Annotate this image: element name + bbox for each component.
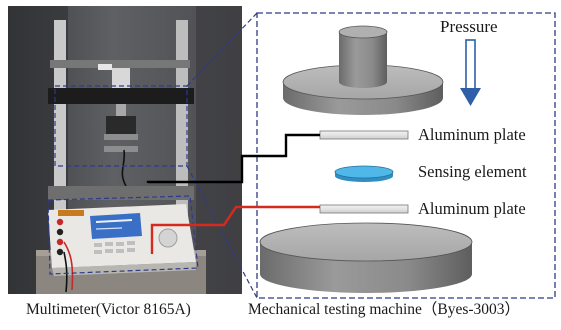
lower-platen — [104, 146, 138, 152]
probe-wire-red — [63, 241, 74, 291]
zoom-line-bottom — [186, 165, 258, 299]
machine-column-left — [54, 20, 66, 220]
machine-lower-beam — [48, 186, 194, 200]
display-reading — [95, 219, 133, 223]
lab-photo — [8, 6, 242, 294]
red-lead-wire — [150, 205, 320, 254]
upper-platen — [104, 134, 138, 140]
photo-highlight-box — [54, 85, 188, 167]
load-rod — [116, 104, 126, 116]
upper-press-head — [282, 25, 444, 115]
upper-rod-top — [338, 25, 388, 39]
top-plate-label: Aluminum plate — [418, 125, 526, 144]
bottom-plate-label: Aluminum plate — [418, 199, 526, 218]
grip-handle — [98, 64, 112, 70]
sensing-element-label: Sensing element — [418, 162, 527, 181]
pressure-arrow — [460, 39, 481, 106]
black-lead-wire — [146, 133, 320, 184]
bottom-aluminum-plate — [319, 204, 409, 214]
photo-shadow-right — [196, 6, 242, 294]
load-cell — [106, 116, 136, 134]
multimeter-display — [90, 213, 142, 239]
top-aluminum-plate — [319, 130, 409, 140]
zoom-line-top — [186, 12, 258, 87]
probe-wire-black — [63, 251, 68, 293]
multimeter-jacks — [56, 218, 64, 256]
machine-top-beam — [50, 60, 190, 68]
multimeter-buttons — [94, 241, 135, 254]
machine-column-right — [176, 20, 188, 220]
lower-press-base — [259, 222, 473, 293]
pressure-label: Pressure — [440, 17, 498, 36]
upper-grip — [112, 68, 130, 88]
multimeter-highlight-box — [47, 195, 199, 275]
sensing-element — [334, 165, 394, 182]
multimeter-brand-label — [58, 210, 84, 216]
machine-caption: Mechanical testing machine（Byes-3003） — [248, 301, 521, 318]
display-subreading — [95, 227, 123, 230]
machine-upper-crosshead — [48, 88, 194, 104]
lower-disc-top — [259, 222, 473, 262]
upper-rod-side — [339, 32, 387, 88]
multimeter-dial — [158, 228, 178, 248]
cable-in-photo — [121, 149, 127, 187]
multimeter-caption: Multimeter(Victor 8165A) — [26, 301, 191, 318]
